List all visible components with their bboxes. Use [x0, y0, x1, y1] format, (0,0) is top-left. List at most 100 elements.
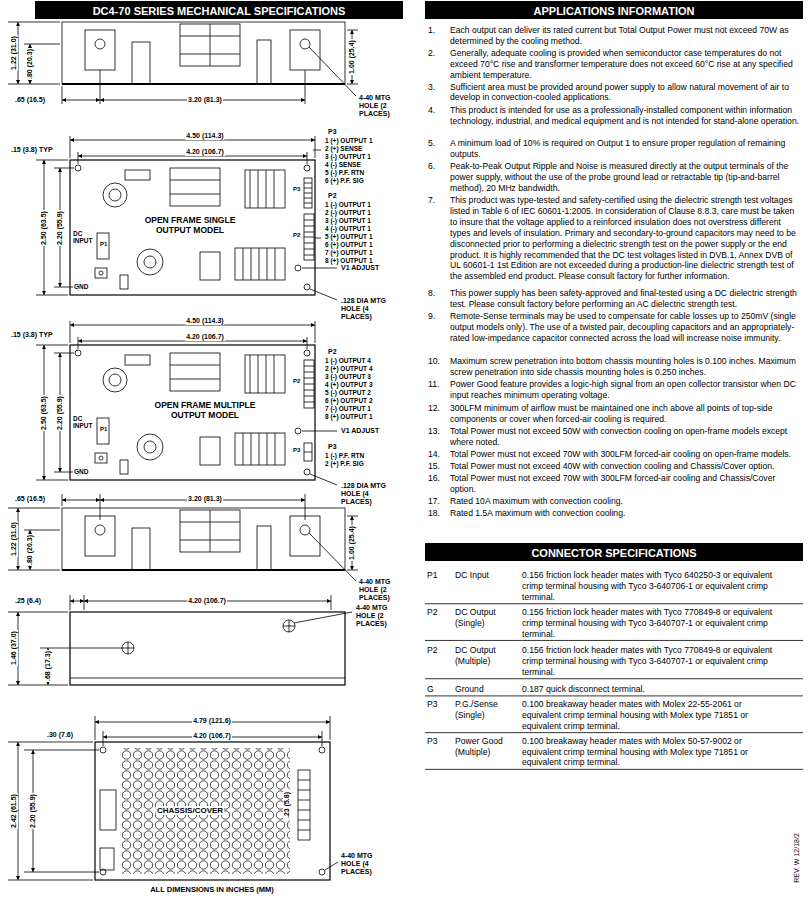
note-number: 1.	[428, 25, 435, 36]
note-number: 14.	[428, 449, 440, 460]
table-cell: DC Input	[455, 570, 519, 581]
table-cell: DC Output (Single)	[455, 607, 519, 629]
drawing-label: 4-40 MTG HOLE (2 PLACES)	[355, 604, 405, 628]
drawing-label: .65 (16.5)	[14, 495, 46, 503]
drawing-label: .80 (20.3)	[26, 534, 34, 566]
drawing-label: 2 (+) OUTPUT 4	[324, 365, 374, 372]
note-text: This power supply has been safety-approv…	[450, 288, 802, 310]
drawing-label: DC INPUT	[72, 230, 95, 245]
note-text: Rated 10A maximum with convection coolin…	[450, 496, 802, 507]
drawing-label: 4.20 (106.7)	[185, 148, 225, 156]
drawing-label: 1 (+) OUTPUT 1	[324, 137, 374, 144]
drawing-label: 4 (-) SENSE	[324, 161, 362, 168]
note-number: 12.	[428, 403, 440, 414]
note-text: Total Power must not exceed 40W with con…	[450, 461, 802, 472]
table-cell: P2	[427, 607, 438, 618]
drawing-label: 7 (+) OUTPUT 1	[324, 249, 374, 256]
drawing-label: 6 (+) OUTPUT 1	[324, 241, 374, 248]
drawing-label: 2.20 (55.9)	[56, 395, 64, 431]
note-text: A minimum load of 10% is required on Out…	[450, 138, 802, 160]
drawing-label: 6 (+) OUTPUT 2	[324, 397, 374, 404]
drawing-label: .25 (6.4)	[14, 597, 42, 605]
drawing-label: P3	[292, 186, 301, 193]
section-header-band: APPLICATIONS INFORMATION	[425, 1, 803, 19]
drawing-label: GND	[73, 468, 89, 475]
drawing-label: ALL DIMENSIONS IN INCHES (MM)	[149, 886, 275, 895]
drawing-label: P2	[327, 192, 338, 200]
drawing-label: 4.50 (114.3)	[185, 132, 224, 140]
drawing-label: 3.20 (81.3)	[187, 96, 223, 104]
revision-note: REV. W 12/18/2	[793, 832, 801, 884]
note-text: Total Power must not exceed 50W with con…	[450, 426, 802, 448]
drawing-label: .15 (3.8) TYP	[10, 146, 54, 154]
drawing-label: P2	[292, 232, 301, 239]
drawing-label: 1.22 (31.0)	[10, 521, 18, 557]
drawing-label: 5 (+) OUTPUT 1	[324, 233, 374, 240]
drawing-label: 4.20 (106.7)	[192, 732, 232, 740]
drawing-label: 1 (-) OUTPUT 1	[324, 201, 372, 208]
table-cell: DC Output (Multiple)	[455, 645, 519, 667]
chassis-cover	[8, 716, 338, 880]
drawing-label: 1.22 (31.0)	[10, 35, 18, 71]
table-cell: 0.187 quick disconnect terminal.	[522, 684, 778, 695]
note-text: Generally, adequate cooling is provided …	[450, 48, 802, 81]
note-number: 17.	[428, 496, 440, 507]
table-cell: G	[427, 684, 434, 695]
drawing-label: 3 (-) OUTPUT 1	[324, 217, 372, 224]
header-text: DC4-70 SERIES MECHANICAL SPECIFICATIONS	[93, 5, 346, 17]
note-text: This product was type-tested and safety-…	[450, 195, 802, 282]
drawing-label: 2.20 (55.9)	[29, 793, 37, 829]
note-text: Remote-Sense terminals may be used to co…	[450, 311, 802, 344]
note-text: This product is intended for use as a pr…	[450, 105, 802, 127]
note-number: 10.	[428, 356, 440, 367]
note-number: 7.	[428, 195, 435, 206]
table-rule	[425, 769, 803, 770]
table-cell: 0.156 friction lock header mates with Ty…	[522, 645, 778, 678]
note-text: Each output can deliver its rated curren…	[450, 25, 802, 47]
note-number: 6.	[428, 161, 435, 172]
table-rule	[425, 695, 803, 696]
note-number: 4.	[428, 105, 435, 116]
table-cell: P1	[427, 570, 438, 581]
table-cell: Ground	[455, 684, 519, 695]
drawing-label: OPEN FRAME MULTIPLE OUTPUT MODEL	[135, 401, 275, 421]
drawing-label: DC INPUT	[72, 415, 95, 430]
drawing-label: .15 (3.8) TYP	[10, 331, 54, 339]
drawing-label: P2	[292, 378, 301, 385]
drawing-label: 4.20 (106.7)	[187, 597, 227, 605]
header-text: APPLICATIONS INFORMATION	[534, 5, 695, 17]
table-cell: P3	[427, 699, 438, 710]
single-output-board	[36, 136, 337, 300]
drawing-label: 5 (-) OUTPUT 2	[324, 389, 372, 396]
note-text: Sufficient area must be provided around …	[450, 82, 802, 104]
note-text: Rated 1.5A maximum with convection cooli…	[450, 508, 802, 519]
drawing-label: 4 (-) OUTPUT 1	[324, 225, 372, 232]
note-number: 18.	[428, 508, 440, 519]
drawing-label: 2 (-) OUTPUT 1	[324, 209, 372, 216]
table-rule	[425, 640, 803, 641]
note-number: 2.	[428, 48, 435, 59]
drawing-label: 1.00 (25.4)	[348, 525, 356, 561]
note-text: Power Good feature provides a logic-high…	[450, 379, 802, 401]
drawing-label: CHASSIS/COVER	[156, 806, 224, 815]
drawing-label: 4 (+) OUTPUT 3	[324, 381, 374, 388]
drawing-label: 1.46 (37.0)	[10, 630, 18, 666]
table-cell: P3	[427, 736, 438, 747]
note-number: 15.	[428, 461, 440, 472]
note-number: 13.	[428, 426, 440, 437]
drawing-label: 1 (-) OUTPUT 4	[324, 357, 372, 364]
table-cell: 0.156 friction lock header mates with Ty…	[522, 570, 778, 603]
drawing-label: V1 ADJUST	[340, 264, 380, 272]
note-text: 300LFM minimum of airflow must be mainta…	[450, 403, 802, 425]
drawing-label: 2.42 (61.5)	[10, 793, 18, 829]
table-rule	[425, 603, 803, 604]
section-header-band: CONNECTOR SPECIFICATIONS	[425, 543, 803, 561]
note-text: Total Power must not exceed 70W with 300…	[450, 449, 802, 460]
drawing-label: 2.50 (63.5)	[40, 395, 48, 431]
drawing-label: 2 (+) P.F. SIG	[324, 460, 365, 467]
drawing-label: 6 (+) P.F. SIG	[324, 177, 365, 184]
drawing-label: .68 (17.3)	[44, 650, 52, 682]
drawing-label: 7 (-) OUTPUT 1	[324, 405, 372, 412]
header-text: CONNECTOR SPECIFICATIONS	[531, 547, 696, 559]
